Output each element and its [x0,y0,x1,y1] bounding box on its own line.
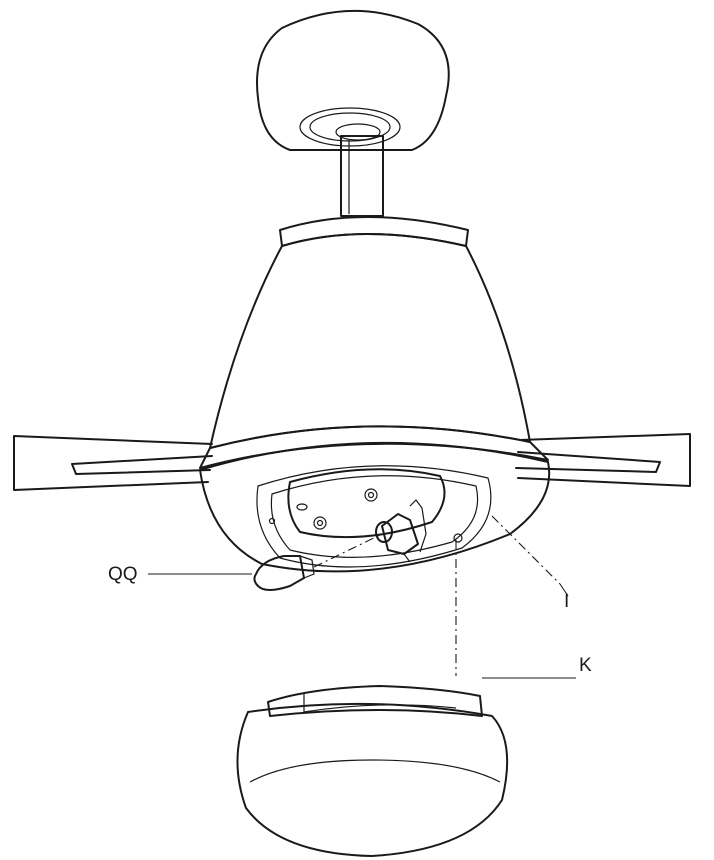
fan-blades [13,433,691,491]
guide-lines [455,515,561,676]
ceiling-canopy [256,9,450,151]
label-k: K [579,655,592,676]
leader-lines [148,573,576,679]
light-bulb-qq [253,533,383,591]
label-i: I [564,591,570,612]
downrod [340,135,384,217]
switch-housing [199,441,551,573]
motor-housing [199,216,549,469]
glass-shade-k [236,685,509,857]
bulb-socket [375,499,427,563]
label-qq: QQ [108,564,138,585]
